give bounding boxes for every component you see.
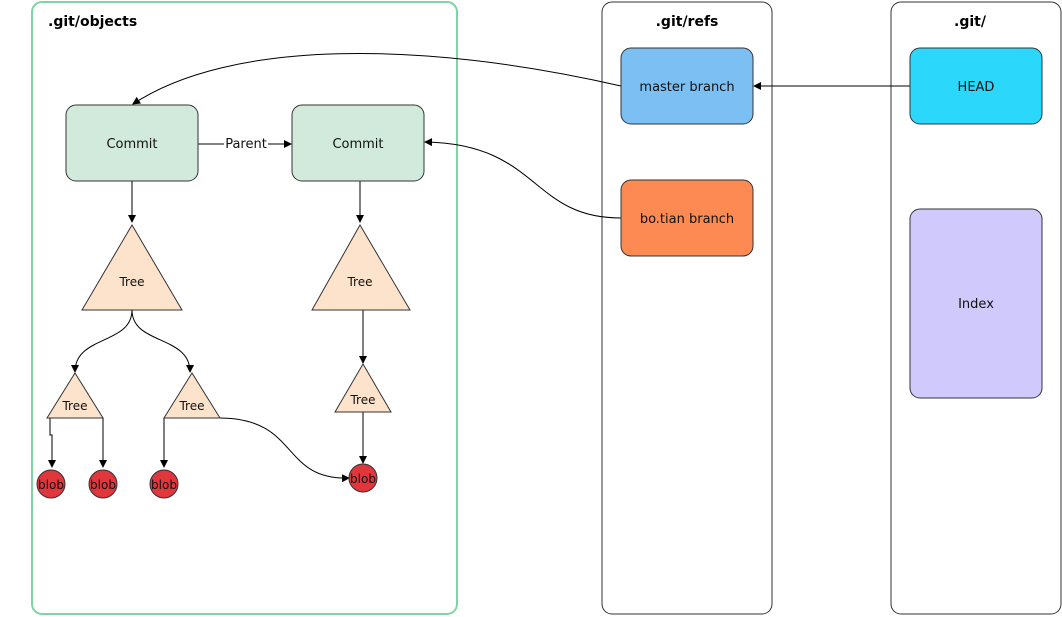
commit-node-1 xyxy=(65,104,199,182)
parent-label: Parent xyxy=(225,137,267,152)
objects-title: .git/objects xyxy=(48,14,137,30)
commit-label: Commit xyxy=(332,137,383,152)
blob-node-2 xyxy=(88,469,118,499)
master-branch-label: master branch xyxy=(639,80,734,95)
master-branch-node xyxy=(620,47,754,125)
refs-container xyxy=(601,1,773,615)
tree-label: Tree xyxy=(118,275,144,289)
head-label: HEAD xyxy=(958,80,995,95)
head-node xyxy=(909,47,1043,125)
master-to-commit-edge xyxy=(132,53,622,105)
tree-label: Tree xyxy=(178,399,204,413)
index-node xyxy=(909,208,1043,399)
blob-label: blob xyxy=(90,478,116,492)
botian-branch-label: bo.tian branch xyxy=(640,212,734,227)
subtree-left xyxy=(46,372,104,419)
botian-branch-node xyxy=(620,179,754,257)
blob-label: blob xyxy=(38,478,64,492)
blob-label: blob xyxy=(350,472,376,486)
blob-node-3 xyxy=(149,469,179,499)
blob-label: blob xyxy=(151,478,177,492)
tree1-to-subtree-left-edge xyxy=(71,309,133,373)
tree-label: Tree xyxy=(61,399,87,413)
git-title: .git/ xyxy=(954,14,987,30)
botian-to-commit-edge xyxy=(424,138,622,219)
tree-node-2 xyxy=(311,223,411,311)
subtree-mid xyxy=(334,363,392,413)
refs-title: .git/refs xyxy=(656,14,719,30)
tree-label: Tree xyxy=(349,393,375,407)
subtree-right xyxy=(163,372,221,419)
tree1-to-subtree-right-edge xyxy=(131,309,194,373)
tree-node-1 xyxy=(81,224,183,311)
tree-label: Tree xyxy=(346,275,372,289)
blob-node-4 xyxy=(348,463,378,493)
parent-label-bg xyxy=(224,136,268,152)
commit-node-2 xyxy=(291,104,425,182)
index-label: Index xyxy=(958,297,994,312)
commit-label: Commit xyxy=(106,137,157,152)
subtree-right-to-blob4-edge xyxy=(218,417,350,483)
blob-node-1 xyxy=(36,469,66,499)
